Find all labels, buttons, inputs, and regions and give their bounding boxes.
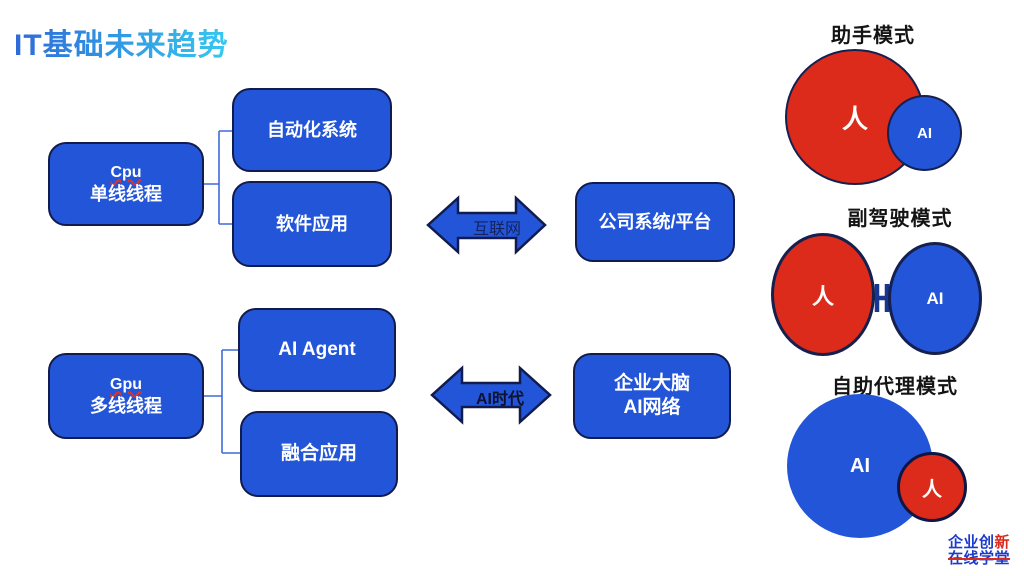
automation-system-box: 自动化系统 — [232, 88, 392, 172]
brand-logo: 企业创新 在线学堂 — [941, 535, 1017, 567]
cpu-root-line2: 单线线程 — [90, 183, 162, 204]
logo-line2: 在线学堂 — [947, 550, 1010, 567]
automation-system-label: 自动化系统 — [267, 119, 357, 140]
cpu-root-line1: Cpu — [110, 163, 142, 181]
cpu-root-box: Cpu 单线线程 — [48, 142, 204, 226]
enterprise-brain-box: 企业大脑 AI网络 — [573, 353, 731, 439]
gpu-root-line1: Gpu — [110, 375, 142, 393]
assistant-human-label: 人 — [841, 103, 868, 134]
fusion-app-label: 融合应用 — [280, 443, 357, 465]
logo-line1-accent: 新 — [994, 534, 1011, 551]
page-title: IT基础未来趋势 — [14, 20, 229, 64]
copilot-ai-label: AI — [926, 288, 944, 308]
assistant-ai-label: AI — [917, 124, 932, 142]
ai-agent-label: AI Agent — [278, 339, 356, 361]
assistant-ai-circle: AI — [887, 95, 962, 171]
logo-line1: 企业创 — [947, 534, 995, 551]
cpu-bracket-connector — [204, 130, 232, 225]
assistant-mode-title: 助手模式 — [831, 25, 915, 47]
gpu-bracket-connector — [204, 349, 240, 454]
agent-mode-title: 自助代理模式 — [832, 376, 958, 398]
copilot-human-label: 人 — [811, 283, 834, 309]
company-platform-label: 公司系统/平台 — [598, 211, 712, 232]
agent-ai-label: AI — [850, 454, 870, 477]
internet-double-arrow-icon — [426, 195, 547, 255]
company-platform-box: 公司系统/平台 — [575, 182, 735, 262]
copilot-mode-title: 副驾驶模式 — [847, 208, 953, 230]
enterprise-brain-line2: AI网络 — [623, 397, 681, 418]
software-app-label: 软件应用 — [276, 213, 348, 234]
ai-era-arrow-label: AI时代 — [475, 391, 524, 408]
agent-human-circle: 人 — [897, 452, 967, 522]
gpu-root-box: Gpu 多线线程 — [48, 353, 204, 439]
fusion-app-box: 融合应用 — [240, 411, 398, 497]
ai-era-double-arrow-icon — [430, 365, 552, 425]
copilot-ai-circle: AI — [888, 242, 982, 355]
software-app-box: 软件应用 — [232, 181, 392, 267]
agent-human-label: 人 — [922, 478, 942, 501]
internet-arrow-label: 互联网 — [472, 221, 521, 238]
enterprise-brain-line1: 企业大脑 — [613, 373, 690, 395]
gpu-root-line2: 多线线程 — [90, 395, 162, 416]
ai-agent-box: AI Agent — [238, 308, 396, 392]
copilot-human-circle: 人 — [771, 233, 875, 356]
